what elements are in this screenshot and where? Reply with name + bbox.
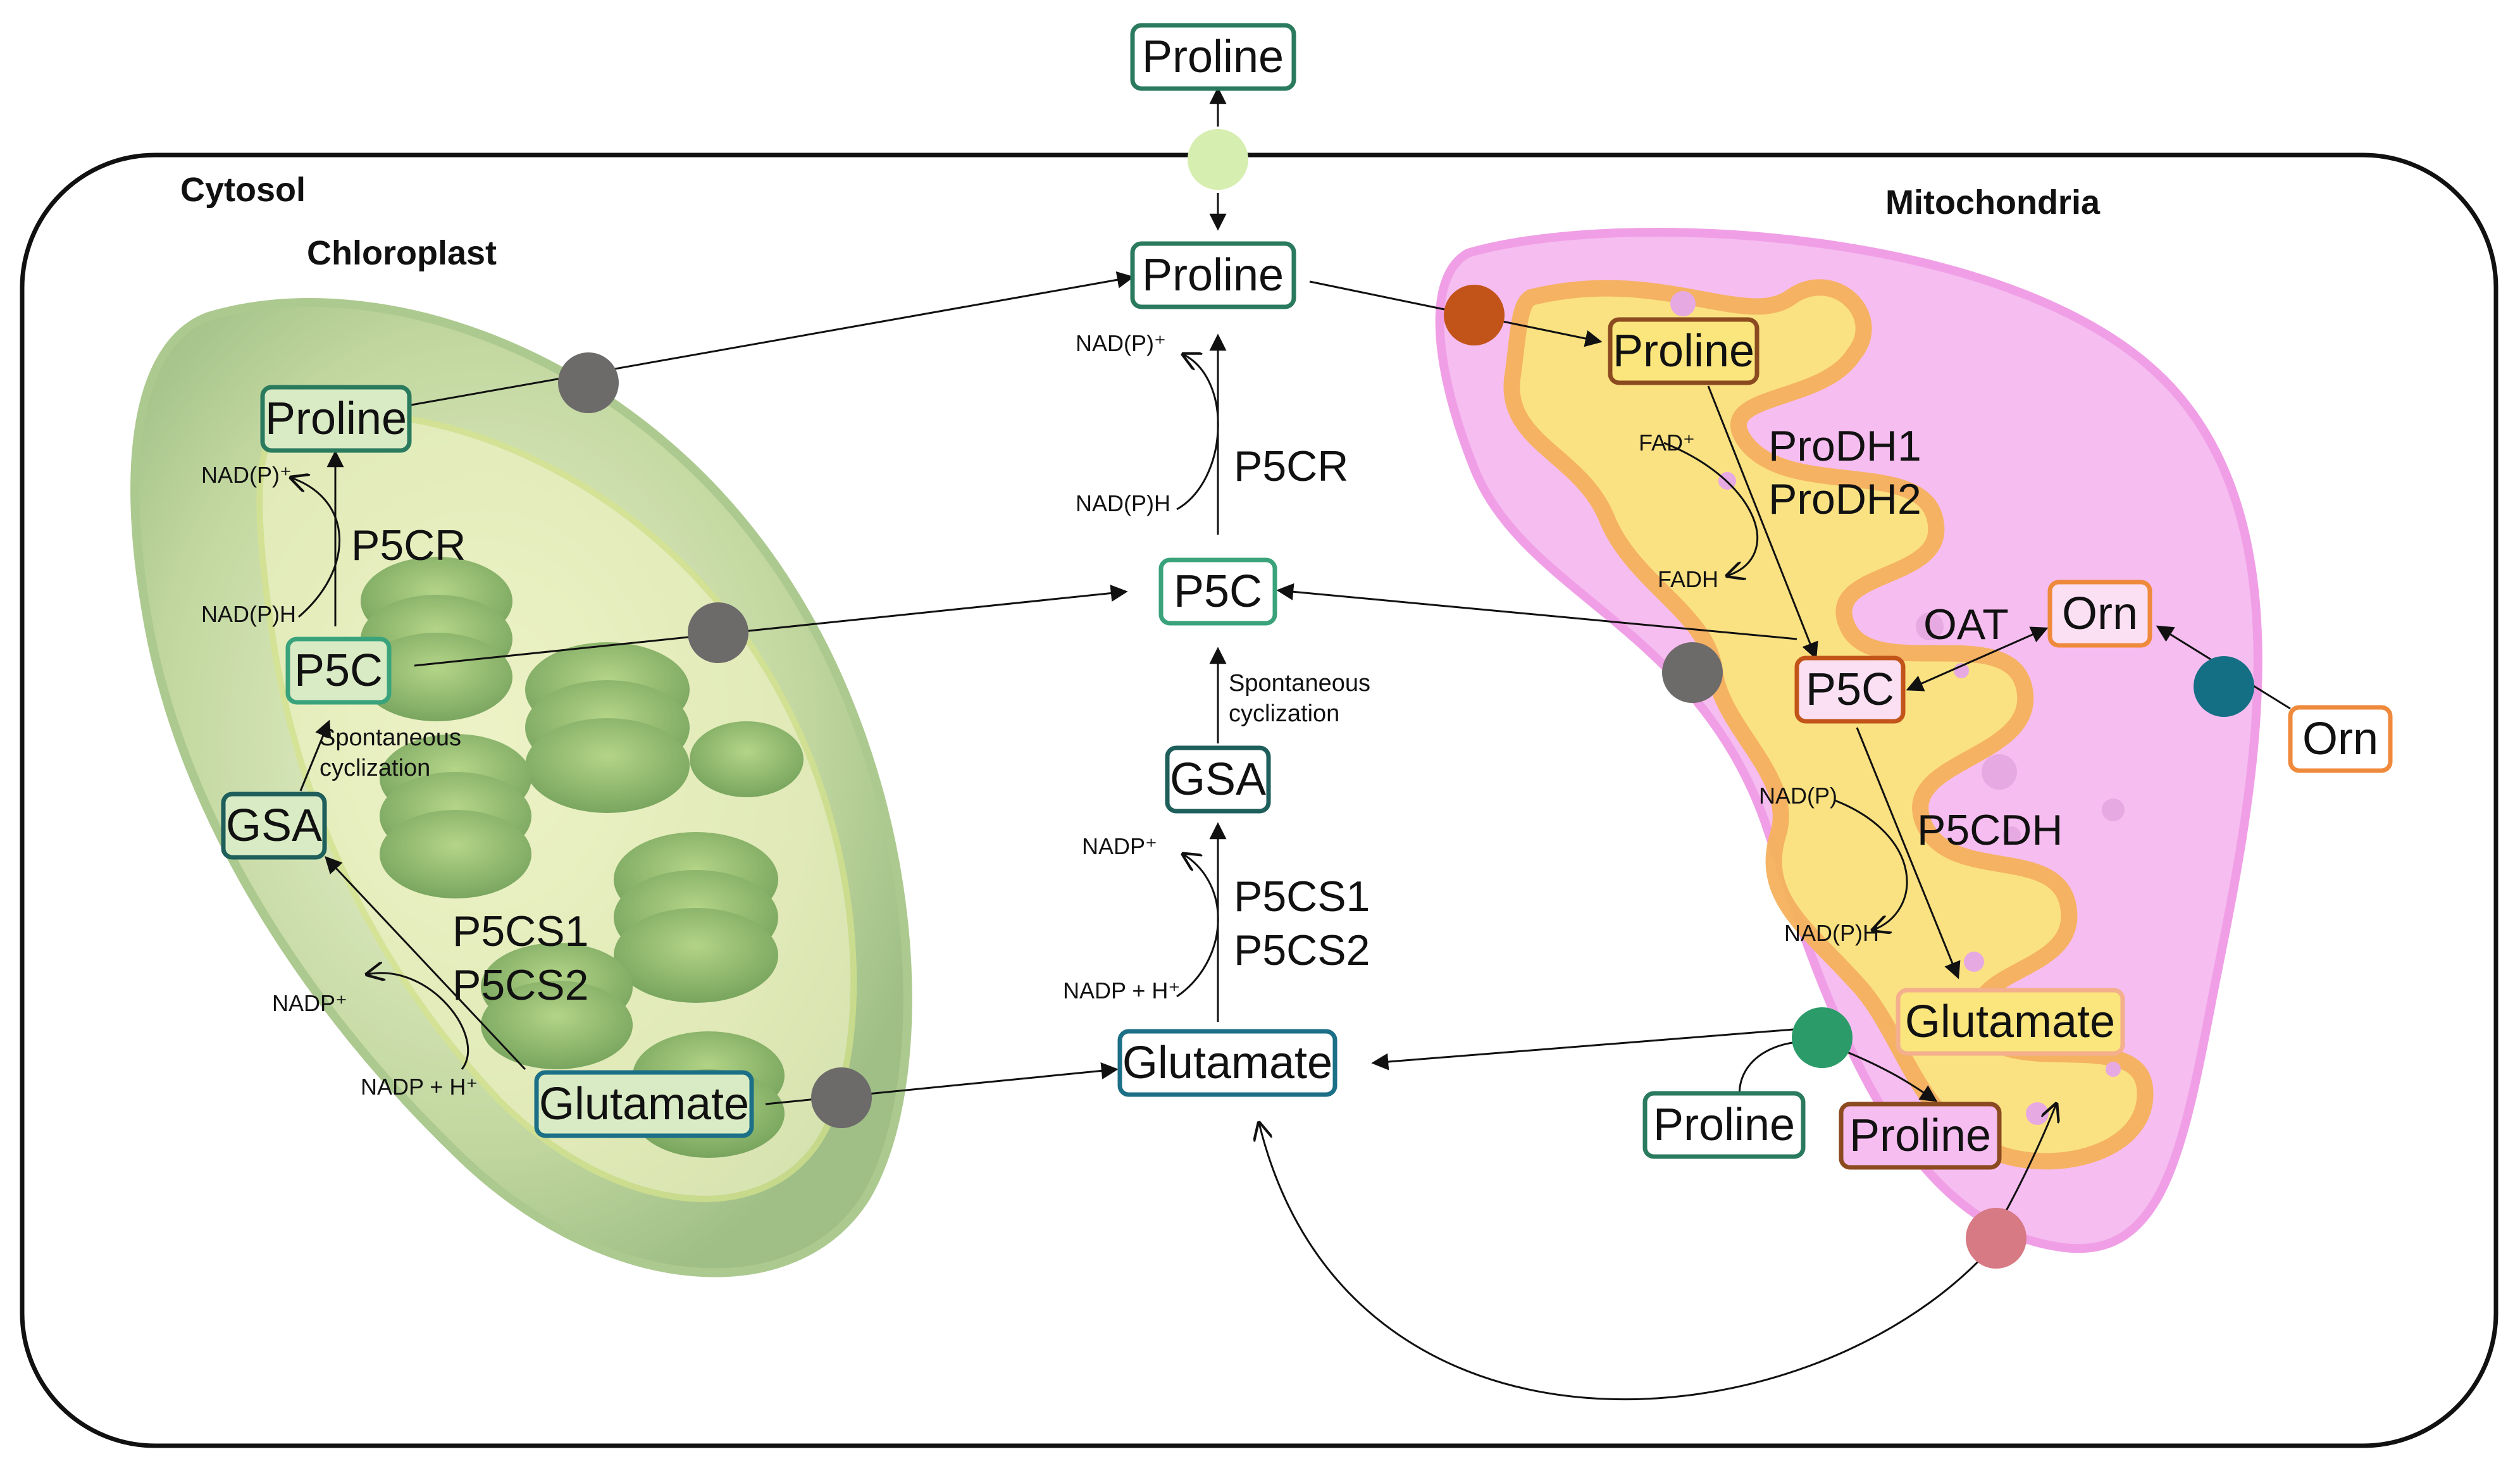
cytosol-p5cr: P5CR xyxy=(1234,442,1348,490)
chloroplast-p5cr: P5CR xyxy=(351,521,466,569)
mito-proline-outside: Proline xyxy=(1653,1100,1795,1150)
chloroplast-proline: Proline xyxy=(265,394,407,444)
chloroplast-gsa: GSA xyxy=(226,800,322,851)
cytosol-cof-nadp-plus-top: NAD(P)⁺ xyxy=(1076,330,1166,356)
chloroplast-glutamate: Glutamate xyxy=(539,1079,749,1129)
mito-oat: OAT xyxy=(1923,600,2009,649)
mito-fad-plus: FAD⁺ xyxy=(1639,430,1695,456)
cytosol-proline: Proline xyxy=(1142,250,1284,301)
mito-fadh: FADH xyxy=(1658,566,1718,592)
cytosol-p5cs2: P5CS2 xyxy=(1234,926,1370,974)
transporter-chloroplast-proline xyxy=(558,352,619,413)
chloroplast-label: Chloroplast xyxy=(307,234,497,272)
cytosol-p5c: P5C xyxy=(1174,566,1262,617)
cytosol-glutamate: Glutamate xyxy=(1122,1038,1332,1088)
chloroplast-cof-nadph-h: NADP + H⁺ xyxy=(361,1074,478,1100)
transporter-chloroplast-glutamate xyxy=(811,1067,872,1128)
cytosol-cyclization-2: cyclization xyxy=(1229,700,1339,727)
outside-proline: Proline xyxy=(1142,32,1284,82)
chloroplast-cof-nadph-top: NAD(P)H xyxy=(201,601,296,627)
transporter-mito-glutamate-rose xyxy=(1966,1208,2027,1269)
transporter-mito-p5c xyxy=(1662,642,1723,703)
chloroplast xyxy=(130,298,912,1277)
mito-nadph: NAD(P)H xyxy=(1784,920,1879,946)
mito-orn-inner: Orn xyxy=(2062,588,2138,639)
transporter-chloroplast-p5c xyxy=(688,602,748,663)
chloroplast-p5c: P5C xyxy=(294,645,383,696)
mito-orn-outer: Orn xyxy=(2302,714,2378,764)
transporters xyxy=(558,129,2254,1269)
mitochondria-label: Mitochondria xyxy=(1885,183,2101,221)
chloroplast-p5cs1: P5CS1 xyxy=(452,907,588,955)
chloroplast-cyclization-2: cyclization xyxy=(320,755,430,781)
cytosol-label: Cytosol xyxy=(180,171,306,209)
transporter-mito-orn xyxy=(2194,656,2254,717)
mitochondrion-matrix xyxy=(1503,279,2154,1170)
mitochondrion xyxy=(1435,228,2262,1253)
transporter-mito-glutamate-proline xyxy=(1792,1007,1853,1068)
mito-proline-inside: Proline xyxy=(1849,1110,1991,1161)
reaction-arrows xyxy=(291,87,2291,1401)
chloroplast-cof-nadp-plus: NADP⁺ xyxy=(272,990,347,1016)
chloroplast-cof-nadp-plus-top: NAD(P)⁺ xyxy=(201,462,292,488)
cytosol-cyclization-1: Spontaneous xyxy=(1229,670,1370,697)
mito-nadp: NAD(P) xyxy=(1759,783,1837,809)
cytosol-gsa: GSA xyxy=(1170,754,1266,805)
enzyme-labels: P5CR P5CS1 P5CS2 P5CR P5CS1 P5CS2 ProDH1… xyxy=(351,422,2063,1009)
chloroplast-p5cs2: P5CS2 xyxy=(452,961,588,1009)
cytosol-p5cs1: P5CS1 xyxy=(1234,873,1370,921)
mito-proline: Proline xyxy=(1613,326,1754,376)
cytosol-membrane xyxy=(20,152,2498,1448)
thylakoid-grana xyxy=(361,557,804,1158)
mito-p5cdh: P5CDH xyxy=(1917,806,2063,854)
transporter-mito-proline xyxy=(1444,285,1505,345)
mito-glutamate: Glutamate xyxy=(1905,997,2115,1047)
mito-p5c: P5C xyxy=(1806,664,1894,715)
cytosol-cof-nadp-plus: NADP⁺ xyxy=(1082,833,1157,859)
chloroplast-cyclization-1: Spontaneous xyxy=(320,724,461,751)
cytosol-cof-nadph-top: NAD(P)H xyxy=(1076,490,1170,516)
cytosol-cof-nadph-h: NADP + H⁺ xyxy=(1063,978,1180,1003)
transporter-plasma-membrane xyxy=(1188,129,1248,190)
metabolite-labels: Proline Proline P5C GSA Glutamate Prolin… xyxy=(226,32,2378,1161)
cofactor-labels: NAD(P)⁺ NAD(P)H NADP⁺ NADP + H⁺ Spontane… xyxy=(201,330,1879,1100)
mito-prodh1: ProDH1 xyxy=(1768,422,1921,470)
mito-prodh2: ProDH2 xyxy=(1768,475,1921,523)
metabolite-boxes xyxy=(221,23,2393,1170)
